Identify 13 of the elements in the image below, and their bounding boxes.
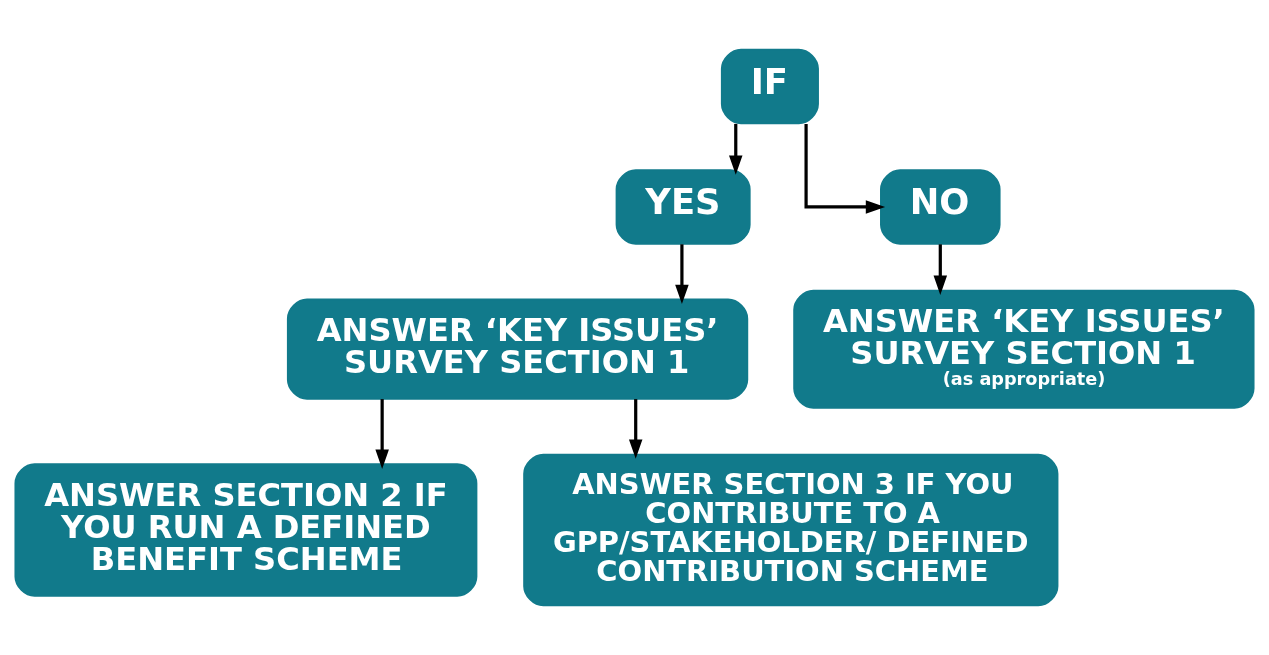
- arrow: [675, 244, 689, 305]
- node-box: ANSWER SECTION 2 IF YOU RUN A DEFINED BENEFIT SCHEME: [14, 463, 478, 597]
- arrow: [375, 399, 389, 469]
- node-box: YES: [615, 169, 751, 245]
- arrow: [628, 399, 643, 459]
- node-box: ANSWER ‘KEY ISSUES’ SURVEY SECTION 1: [286, 298, 749, 400]
- node-box: NO: [880, 169, 1001, 245]
- node-box: ANSWER SECTION 3 IF YOU CONTRIBUTE TO A GPP/STAKEHOLDER/ DEFINED CONTRIBUTION SCHEME: [523, 453, 1059, 607]
- arrow: [804, 123, 886, 214]
- node-box: ANSWER ‘KEY ISSUES’ SURVEY SECTION 1 (as appropriate): [793, 289, 1255, 409]
- arrow: [729, 123, 743, 175]
- node-box: IF: [720, 48, 819, 125]
- arrow: [933, 244, 948, 295]
